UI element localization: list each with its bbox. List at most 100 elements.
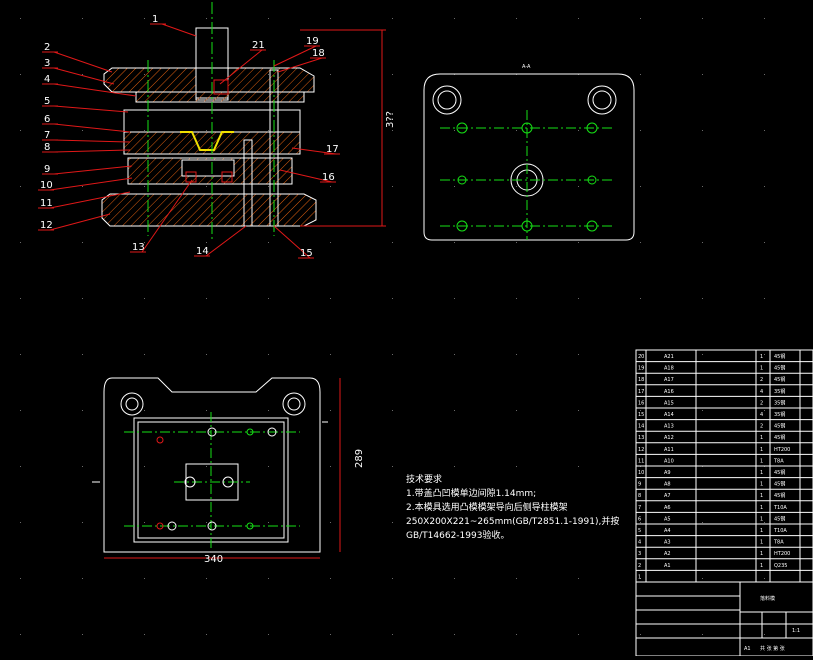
bom-cell: 13 <box>638 435 644 441</box>
bom-cell: 9 <box>638 482 641 488</box>
bom-cell: 1 <box>760 505 763 511</box>
technical-notes: 技术要求 1.带盖凸凹模单边间隙1.14mm; 2.本模具选用凸模模架导向后侧导… <box>406 473 619 541</box>
bom-cell: HT200 <box>774 551 790 557</box>
bom-cell: A2 <box>664 551 671 557</box>
callout-21: 21 <box>252 40 265 51</box>
bom-cell: A6 <box>664 505 671 511</box>
notes-line-3: 250X200X221~265mm(GB/T2851.1-1991),并按 <box>406 515 619 527</box>
bom-cell: 19 <box>638 366 644 372</box>
bom-cell: 15 <box>638 412 644 418</box>
callout-15: 15 <box>300 248 313 259</box>
plan-height-dim: 289 <box>354 449 365 468</box>
bom-cell: 45钢 <box>774 469 785 476</box>
bom-cell: 45钢 <box>774 492 785 499</box>
bom-row: 1 <box>638 574 641 580</box>
callout-7: 7 <box>44 130 50 141</box>
callout-1: 1 <box>152 14 158 25</box>
lower-die-plate <box>101 193 317 227</box>
bom-cell: 4 <box>638 540 641 546</box>
bom-cell: 2 <box>760 377 763 383</box>
bom-cell: T10A <box>773 528 787 534</box>
workpiece-profile <box>180 131 234 151</box>
bom-cell: A1 <box>664 563 671 569</box>
section-view: 3?? <box>101 2 396 240</box>
callout-14: 14 <box>196 246 209 257</box>
top-view: A-A <box>423 64 635 241</box>
bom-cell: 1 <box>760 482 763 488</box>
bom-row: 3 A2 1 HT200 <box>638 551 790 557</box>
bom-cell: T8A <box>773 540 784 546</box>
bom-cell: A8 <box>664 482 671 488</box>
bom-cell: 1 <box>760 458 763 464</box>
bom-cell: 4 <box>760 412 763 418</box>
grid-dots <box>20 18 765 635</box>
notes-line-1: 1.带盖凸凹模单边间隙1.14mm; <box>406 487 536 499</box>
section-height-dim: 3?? <box>385 111 396 128</box>
bom-cell: 45钢 <box>774 423 785 430</box>
drawing-scale: 1:1 <box>792 628 800 634</box>
bom-cell: 1 <box>760 563 763 569</box>
bom-cell: 45钢 <box>774 515 785 522</box>
bom-cell: 4 <box>760 389 763 395</box>
bom-cell: 35钢 <box>774 399 785 406</box>
bom-cell: 45钢 <box>774 481 785 488</box>
bom-cell: 16 <box>638 400 644 406</box>
callout-18: 18 <box>312 48 325 59</box>
callout-11: 11 <box>40 198 53 209</box>
bom-cell: 20 <box>638 354 644 360</box>
callout-5: 5 <box>44 96 50 107</box>
bom-cell: 10 <box>638 470 644 476</box>
drawing-sheet-note: 共 张 第 张 <box>760 645 785 652</box>
bom-cell: A21 <box>664 354 674 360</box>
drawing-title: 落料模 <box>760 595 775 602</box>
bom-cell: 7 <box>638 505 641 511</box>
bom-cell: 2 <box>760 424 763 430</box>
callout-4: 4 <box>44 74 50 85</box>
backing-plate <box>135 91 305 103</box>
bom-cell: 1 <box>638 574 641 580</box>
notes-line-4: GB/T14662-1993验收。 <box>406 529 509 541</box>
bom-cell: Q235 <box>774 563 787 569</box>
bom-cell: 1 <box>760 551 763 557</box>
bom-cell: A4 <box>664 528 671 534</box>
bom-cell: 18 <box>638 377 644 383</box>
bom-cell: 1 <box>760 470 763 476</box>
bom-cell: 1 <box>760 435 763 441</box>
bom-cell: 1 <box>760 493 763 499</box>
callout-9: 9 <box>44 164 50 175</box>
plan-view-outline <box>103 377 321 553</box>
bom-cell: A5 <box>664 516 671 522</box>
notes-line-2: 2.本模具选用凸模模架导向后侧导柱模架 <box>406 501 568 513</box>
bom-cell: A3 <box>664 540 671 546</box>
callout-12: 12 <box>40 220 53 231</box>
bom-cell: 1 <box>760 540 763 546</box>
plan-view: 340 289 <box>92 377 365 565</box>
callout-10: 10 <box>40 180 53 191</box>
callout-2: 2 <box>44 42 50 53</box>
bom-cell: 1 <box>760 447 763 453</box>
bom-cell: 2 <box>760 400 763 406</box>
callout-17: 17 <box>326 144 339 155</box>
screw-detail <box>213 79 229 95</box>
bom-row: 4 A3 1 T8A <box>638 540 784 546</box>
top-view-outline <box>423 73 635 241</box>
bom-cell: 3 <box>638 551 641 557</box>
bom-cell: 6 <box>638 516 641 522</box>
bom-cell: 35钢 <box>774 388 785 395</box>
bom-cell: HT200 <box>774 447 790 453</box>
bom-cell: 45钢 <box>774 434 785 441</box>
bom-cell: A14 <box>664 412 674 418</box>
title-block: 落料模 1:1 A1 共 张 第 张 <box>635 581 813 657</box>
